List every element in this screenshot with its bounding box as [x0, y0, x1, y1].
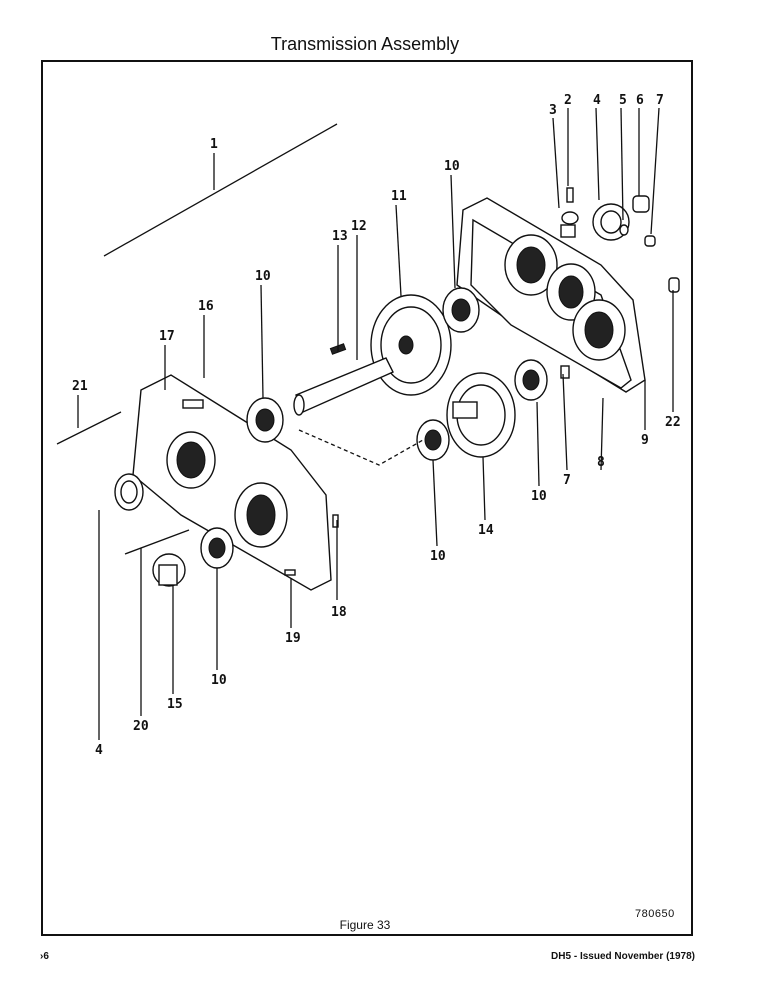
callout-15: 15: [167, 697, 183, 712]
callout-10-center: 10: [430, 549, 446, 564]
breather-parts: [561, 187, 680, 293]
callout-4-bottom: 4: [95, 743, 103, 758]
exploded-view-drawing: 1 2 3 4 5 6 7 10 11 12 13 10 16 17 21 22…: [56, 93, 681, 758]
assembly-line: [103, 123, 338, 257]
page-number: ›6: [40, 951, 49, 962]
callout-17: 17: [159, 329, 175, 344]
callout-10-top: 10: [444, 159, 460, 174]
pinion-assembly: [152, 527, 234, 587]
figure-frame: [41, 60, 693, 936]
callout-18: 18: [331, 605, 347, 620]
drawing-number: 780650: [635, 908, 675, 920]
callout-4-top: 4: [593, 93, 601, 108]
callout-19: 19: [285, 631, 301, 646]
callout-10-bottom: 10: [211, 673, 227, 688]
callout-22: 22: [665, 415, 681, 430]
bolt-21: [56, 411, 122, 445]
seal-left: [114, 473, 144, 511]
bolt-20: [124, 529, 190, 555]
callout-21: 21: [72, 379, 88, 394]
callout-3: 3: [549, 103, 557, 118]
callout-16: 16: [198, 299, 214, 314]
callout-20: 20: [133, 719, 149, 734]
callout-10-left: 10: [255, 269, 271, 284]
callout-8: 8: [597, 455, 605, 470]
callout-10-mid: 10: [531, 489, 547, 504]
bearing-left: [246, 397, 284, 443]
callout-2: 2: [564, 93, 572, 108]
document-issue: DH5 - Issued November (1978): [551, 951, 695, 962]
callout-1: 1: [210, 137, 218, 152]
callout-6: 6: [636, 93, 644, 108]
callout-7-lower: 7: [563, 473, 571, 488]
callout-12: 12: [351, 219, 367, 234]
figure-caption: Figure 33: [339, 918, 391, 932]
callout-13: 13: [332, 229, 348, 244]
right-housing: [456, 197, 646, 393]
callout-14: 14: [478, 523, 494, 538]
callout-9: 9: [641, 433, 649, 448]
bearing-top: [442, 287, 480, 333]
callout-5: 5: [619, 93, 627, 108]
callout-7-top: 7: [656, 93, 664, 108]
idler-gear: [416, 372, 516, 461]
left-housing: [132, 374, 332, 591]
shaft-gear-assembly: [293, 294, 452, 416]
page-title: Transmission Assembly: [270, 34, 460, 54]
bearing-mid-right: [514, 359, 570, 401]
callout-11: 11: [391, 189, 407, 204]
